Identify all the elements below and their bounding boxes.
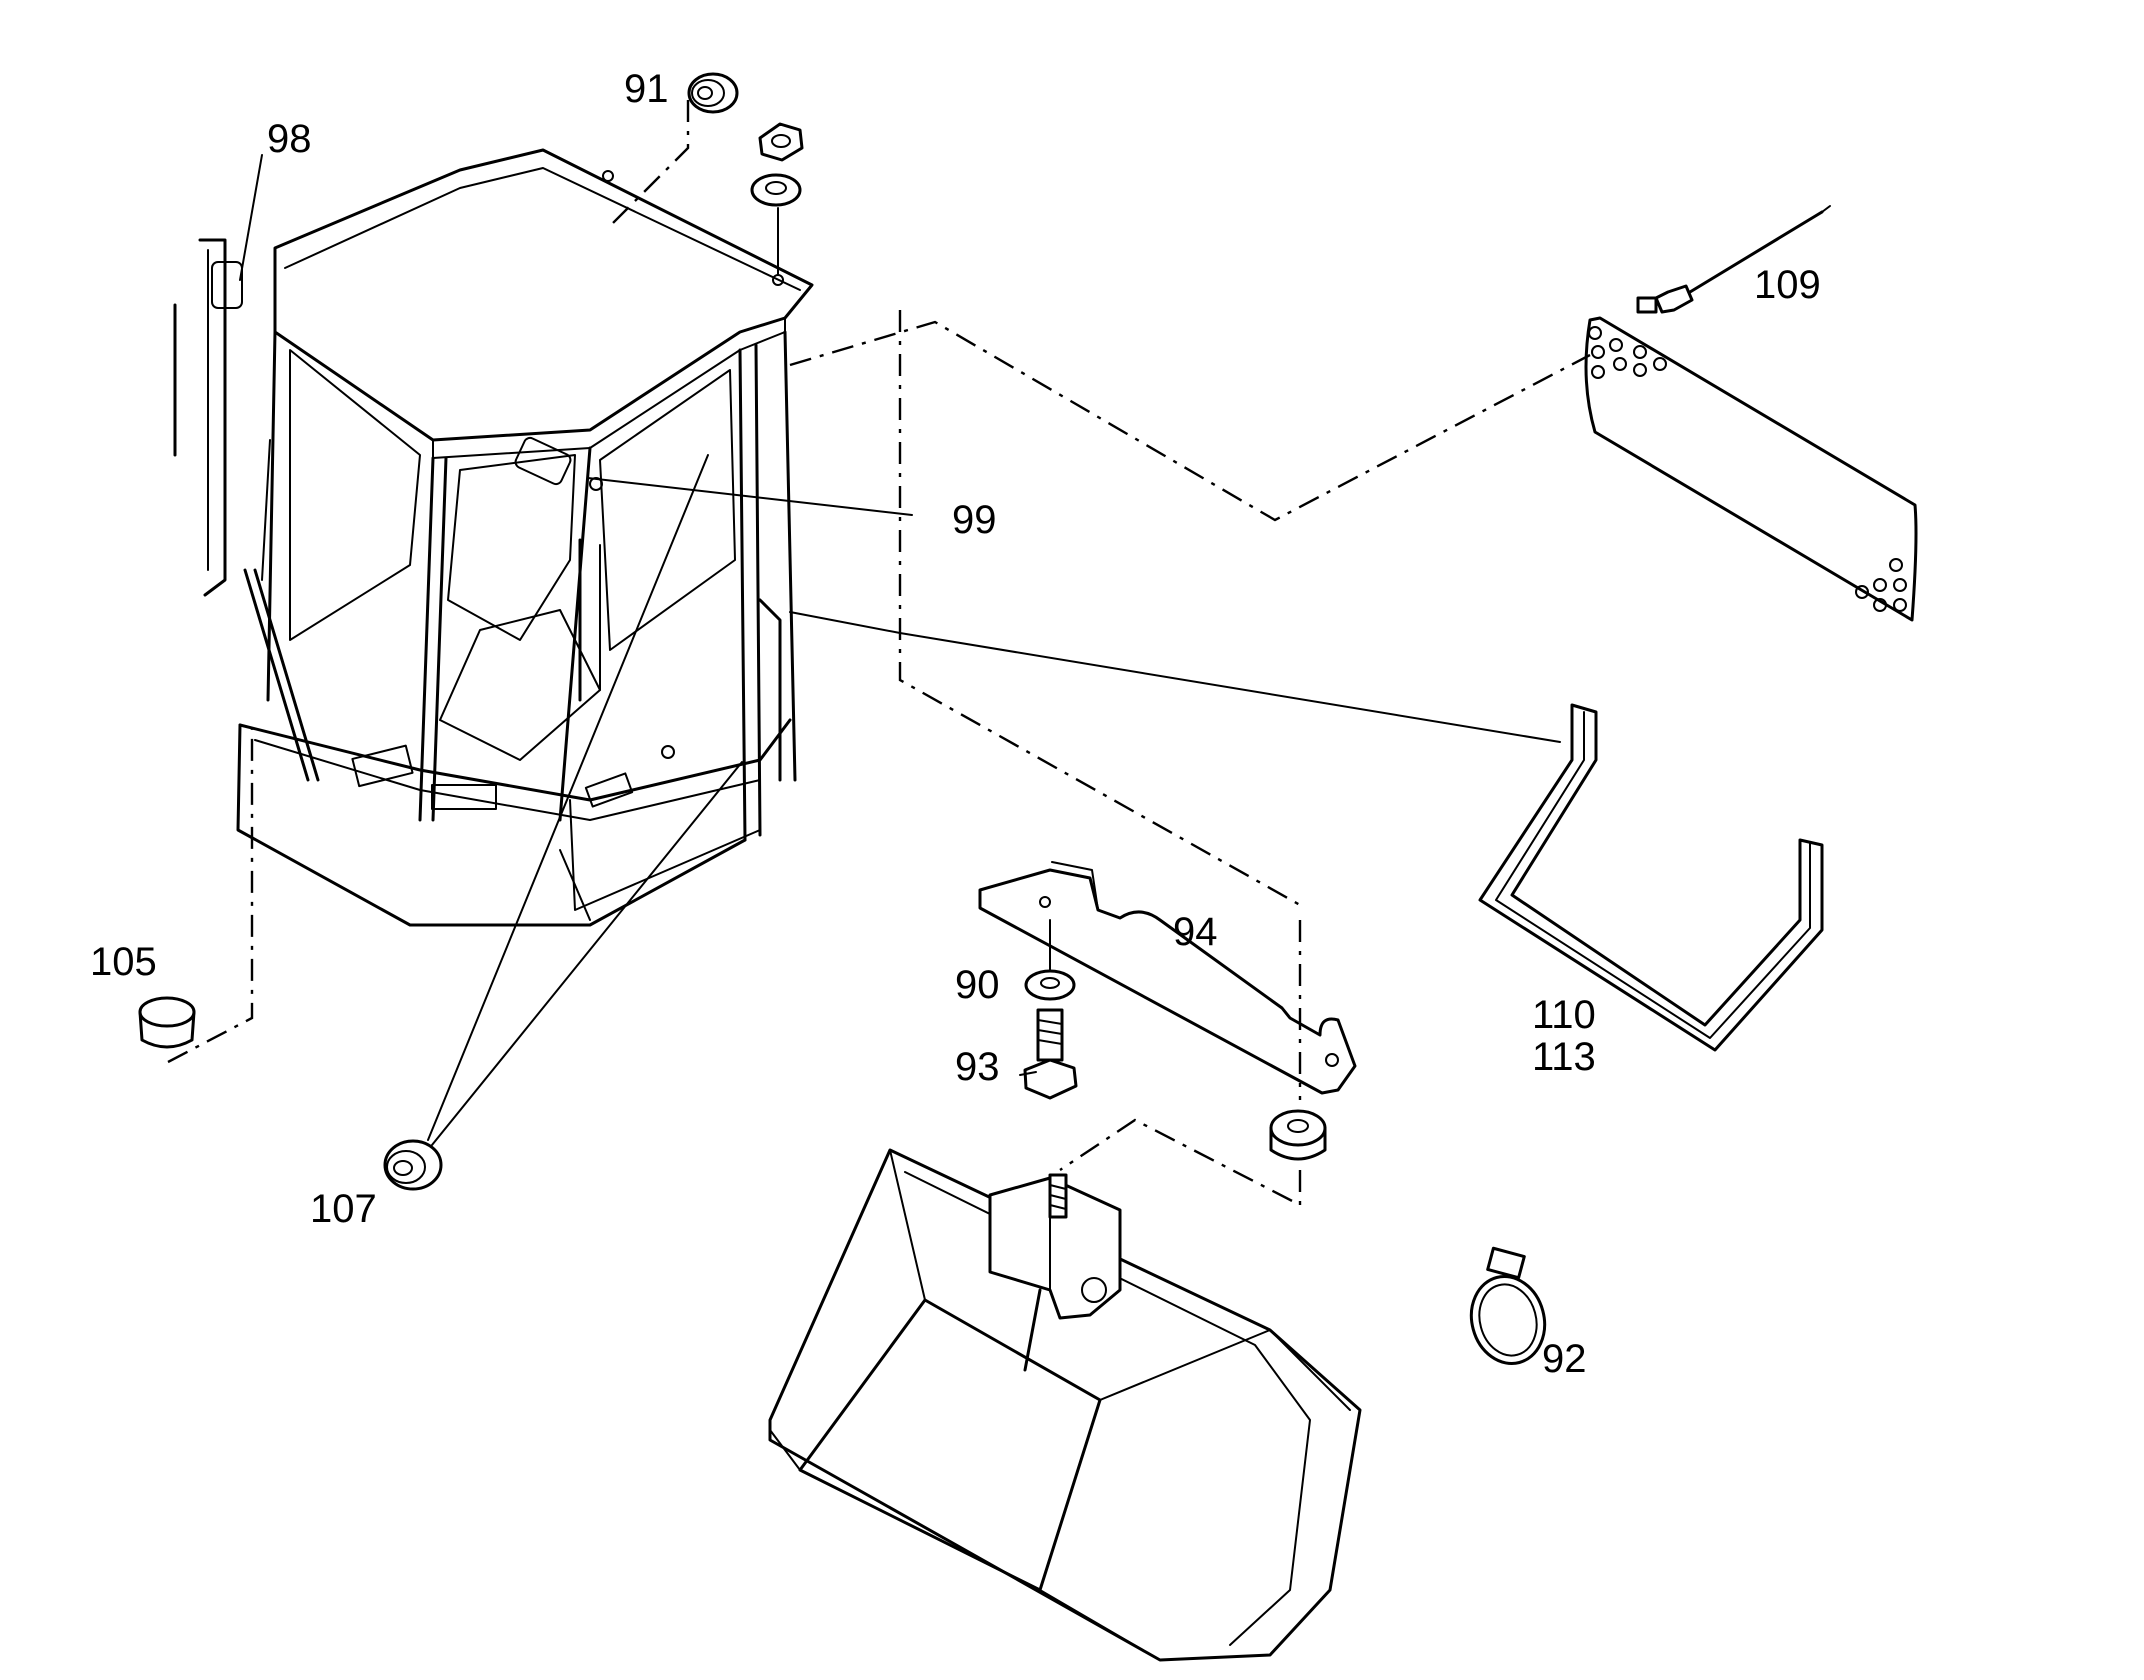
leader-107a [427,454,709,1141]
callout-105: 105 [90,940,157,984]
callout-99: 99 [952,498,997,542]
u-bracket-110 [1478,703,1824,1052]
work-lamp-icon [768,1148,1362,1662]
hex-nut-icon [758,122,804,162]
leader-spacer [1059,1118,1302,1207]
hose-clamp-92-icon [1469,1246,1547,1366]
callout-98: 98 [267,117,312,161]
callout-109: 109 [1754,263,1821,307]
leader-110 [789,611,1561,743]
leader-110b [898,310,1301,907]
callout-110: 110 [1532,993,1596,1037]
washer-90-icon [1024,969,1076,1001]
plate-109 [1584,316,1918,622]
bolt-93-icon [1023,1008,1078,1100]
callout-93: 93 [955,1045,1000,1089]
leader-109 [789,320,1591,522]
leader-91 [607,100,690,229]
washer-icon [750,173,802,207]
callout-90: 90 [955,963,1000,1007]
grommet-107-icon [383,1139,443,1191]
leader-93 [1019,1071,1037,1076]
leader-98 [239,154,263,281]
callout-91: 91 [624,67,669,111]
leader-107b [431,761,743,1146]
grommet-91-icon [687,72,739,114]
callout-113: 113 [1532,1035,1596,1079]
callout-92: 92 [1542,1337,1587,1381]
spacer-icon [1269,1109,1327,1161]
antenna-109-icon [1636,205,1831,314]
bracket-94 [978,861,1357,1095]
callout-107: 107 [310,1187,377,1231]
leader-105 [167,728,254,1064]
plug-105-icon [138,996,196,1049]
cab-assembly [173,148,814,927]
leader-99 [587,477,913,516]
callout-94: 94 [1173,910,1218,954]
